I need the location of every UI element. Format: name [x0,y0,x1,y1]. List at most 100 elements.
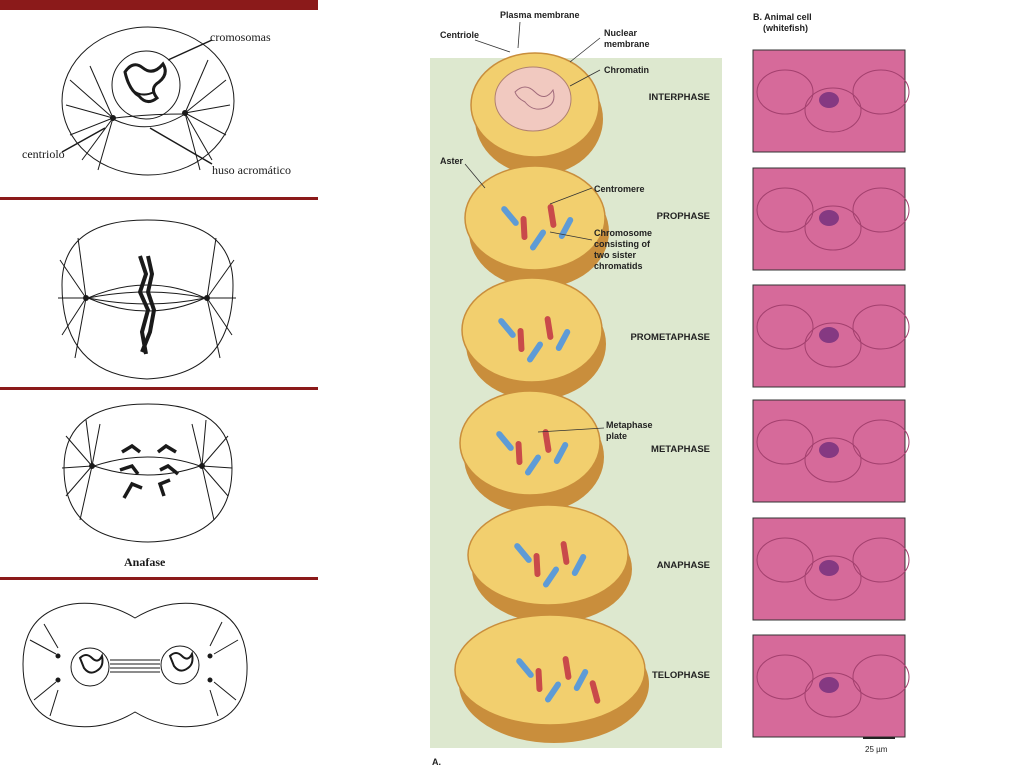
micrograph-cell-outline [756,654,814,700]
telophase-chromosome [573,669,589,691]
top-divider [0,0,318,10]
micrograph-nucleus [819,210,839,226]
label-chromosome-sister-line1: Chromosome [594,228,652,238]
anaphase-chromosome [542,566,560,588]
telophase-chromosome [516,658,534,678]
interphase-cell [470,52,603,175]
metaphase-chromosome [496,431,514,451]
prometaphase-chromosome [498,318,516,338]
phase-label-anaphase: ANAPHASE [657,560,710,571]
prophase-chromosome [558,217,574,239]
phase-label-telophase: TELOPHASE [652,670,710,681]
label-huso: huso acromático [212,163,291,177]
phase-label-prophase: PROPHASE [657,211,710,222]
label-plasma-membrane: Plasma membrane [500,10,580,20]
label-nuclear-membrane-line1: Nuclear [604,28,638,38]
label-centromere: Centromere [594,184,645,194]
micrograph-cell-outline [804,87,862,133]
telophase-chromosome [589,680,601,704]
anaphase-cell [467,504,632,623]
metaphase-chromosome [542,429,552,453]
micrograph-nucleus [819,327,839,343]
label-nuclear-membrane: Nuclear membrane [604,28,650,49]
prophase-chromosome [547,204,557,228]
label-chromatin: Chromatin [604,65,649,75]
micrograph-cell-outline [804,322,862,368]
prophase-chromosome [501,206,519,226]
label-cromosomas: cromosomas [210,30,271,44]
anaphase-chromosome [560,541,570,565]
divider-1 [0,197,318,200]
micrograph-column: B. Animal cell (whitefish) 25 µm [745,0,925,768]
micrograph-cell-outline [852,419,910,465]
prometaphase-cell [461,277,606,400]
prometaphase-chromosome [555,329,571,351]
micrograph-cell-outline [804,555,862,601]
anaphase-cell-top [467,504,629,606]
micrograph-interphase [752,49,910,153]
micrograph-cell-outline [756,304,814,350]
prometaphase-chromosome [526,341,544,363]
prometaphase-cell-top [461,277,603,383]
micrograph-telophase [752,634,910,738]
label-aster: Aster [440,156,464,166]
mitosis-color-figure: Plasma membrane Centriole Nuclear membra… [420,0,740,768]
label-metaphase-plate-line2: plate [606,431,627,441]
label-chromosome-sister-line2: consisting of [594,239,651,249]
phase-label-interphase: INTERPHASE [649,92,710,103]
micrograph-metaphase [752,399,910,503]
phase-label-metaphase: METAPHASE [651,444,710,455]
prophase-chromosome [520,216,528,240]
interphase-nucleus [494,66,572,132]
telophase-cell-top [454,614,646,726]
metaphase-chromosome [524,454,542,476]
label-nuclear-membrane-line2: membrane [604,39,650,49]
metaphase-cell-drawing [58,219,236,380]
micrograph-cell-outline [756,537,814,583]
micrograph-prometaphase [752,284,910,388]
anaphase-chromosome [571,554,587,576]
telophase-cell-drawing [22,602,248,728]
micrograph-title: B. Animal cell (whitefish) [753,12,814,33]
panel-label-a: A. [432,757,441,767]
micrograph-nucleus [819,442,839,458]
micrograph-cell-outline [756,419,814,465]
micrograph-cell-outline [852,187,910,233]
micrograph-cell-outline [852,69,910,115]
micrograph-cell-outline [756,69,814,115]
micrograph-cell-outline [756,187,814,233]
micrograph-prophase [752,167,910,271]
divider-2 [0,387,318,390]
label-anafase: Anafase [124,555,166,569]
label-chromosome-sister: Chromosome consisting of two sister chro… [594,228,655,271]
label-chromosome-sister-line3: two sister [594,250,637,260]
metaphase-cell [459,390,604,513]
micrograph-cell-outline [852,537,910,583]
left-diagram: cromosomas centriolo huso acromático [0,0,320,768]
micrograph-nucleus [819,92,839,108]
micrograph-cell-outline [804,205,862,251]
label-metaphase-plate-line1: Metaphase [606,420,653,430]
label-metaphase-plate: Metaphase plate [606,420,655,441]
micrograph-cell-outline [852,654,910,700]
label-centriole: Centriole [440,30,479,40]
metaphase-chromosome [515,441,523,465]
prophase-cell-drawing [61,26,235,176]
micrograph-title-line2: (whitefish) [763,23,808,33]
label-centriolo: centriolo [22,147,65,161]
metaphase-cell-top [459,390,601,496]
anaphase-cell-drawing [61,403,233,543]
micrograph-frame [752,517,906,621]
micrograph-cell-outline [852,304,910,350]
phase-label-prometaphase: PROMETAPHASE [630,332,710,343]
telophase-chromosome [544,681,562,703]
prophase-cell-top [464,165,606,271]
anaphase-chromosome [514,543,532,563]
prometaphase-chromosome [517,328,525,352]
anaphase-chromosome [533,553,541,577]
prophase-chromosome [529,229,547,251]
scale-label: 25 µm [865,745,888,754]
micrograph-title-line1: B. Animal cell [753,12,812,22]
telophase-chromosome [535,668,543,692]
telophase-cell [454,614,649,743]
